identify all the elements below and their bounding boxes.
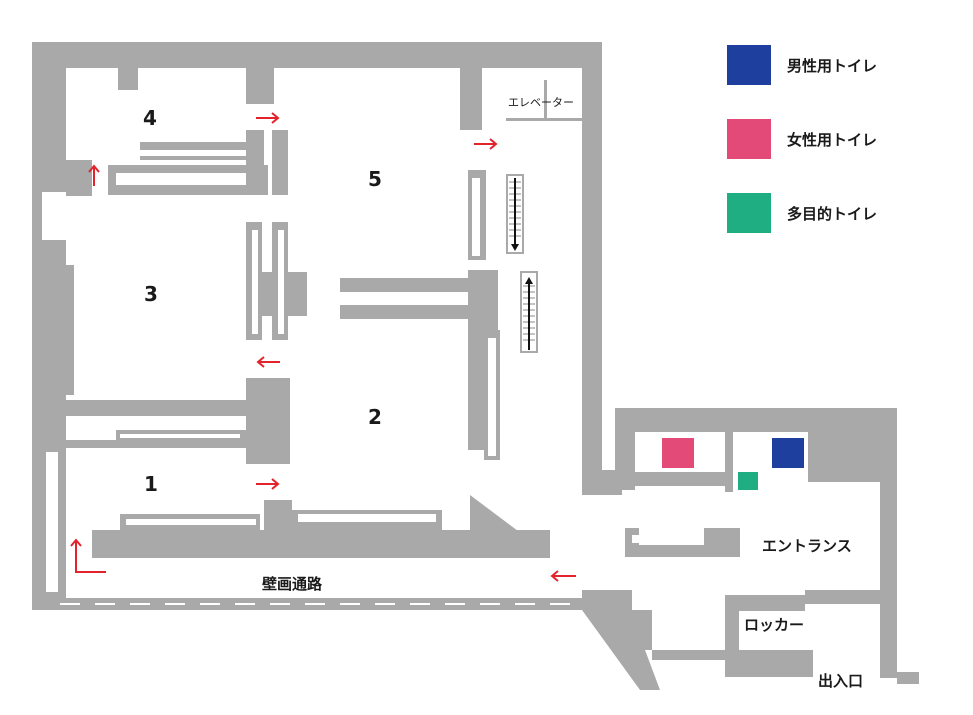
legend-womens-toilet: 女性用トイレ xyxy=(727,119,927,159)
mural-passage-label: 壁画通路 xyxy=(262,575,323,593)
escalator-up xyxy=(520,271,538,353)
legend-label-mens: 男性用トイレ xyxy=(787,57,878,75)
legend-label-multipurpose: 多目的トイレ xyxy=(787,205,878,223)
multipurpose-toilet-marker xyxy=(738,472,758,490)
legend-multipurpose-toilet: 多目的トイレ xyxy=(727,193,927,233)
mural-windows xyxy=(60,603,570,605)
route-arrows xyxy=(70,112,576,582)
room-4-label: 4 xyxy=(143,106,157,130)
locker-label: ロッカー xyxy=(744,616,805,634)
room-5-label: 5 xyxy=(368,167,382,191)
room-3-label: 3 xyxy=(144,282,158,306)
walls xyxy=(32,42,919,690)
womens-toilet-marker xyxy=(662,438,694,468)
exit-label: 出入口 xyxy=(818,672,864,690)
escalator-down xyxy=(506,174,524,254)
room-1-label: 1 xyxy=(144,472,158,496)
legend-swatch-pink xyxy=(727,119,771,159)
legend-mens-toilet: 男性用トイレ xyxy=(727,45,927,85)
entrance-label: エントランス xyxy=(762,537,852,555)
room-2-label: 2 xyxy=(368,405,382,429)
mens-toilet-marker xyxy=(772,438,804,468)
legend-swatch-green xyxy=(727,193,771,233)
elevator-label: エレベーター xyxy=(508,96,574,109)
legend-swatch-blue xyxy=(727,45,771,85)
legend-label-womens: 女性用トイレ xyxy=(787,131,878,149)
